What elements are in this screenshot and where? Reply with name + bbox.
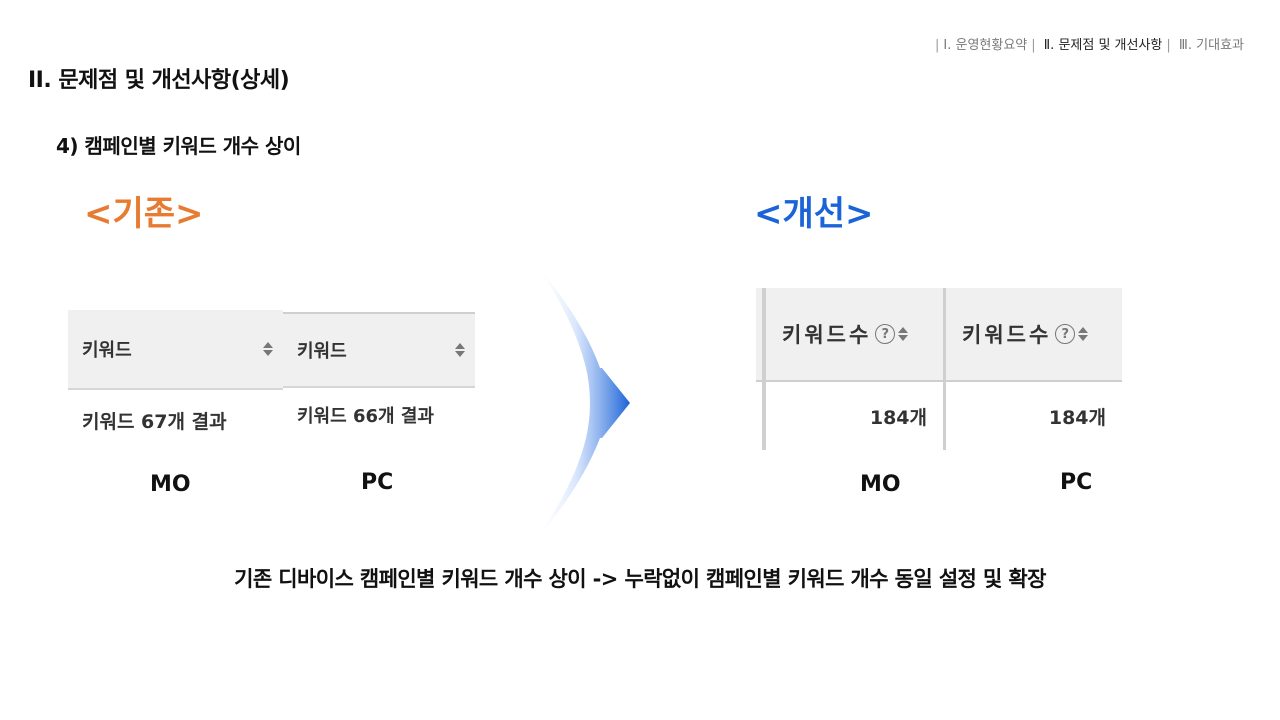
after-pc-value: 184개 — [943, 382, 1122, 450]
after-mo-header[interactable]: 키워드수 ? — [762, 288, 943, 380]
before-device-mo: MO — [150, 472, 191, 497]
after-header-row: 키워드수 ? 키워드수 ? — [756, 288, 1122, 382]
help-icon[interactable]: ? — [1055, 324, 1076, 344]
after-pc-header[interactable]: 키워드수 ? — [943, 288, 1122, 380]
before-pc-header-label: 키워드 — [297, 341, 347, 362]
after-label: <개선> — [754, 194, 874, 234]
sort-icon[interactable] — [263, 342, 273, 356]
summary-text: 기존 디바이스 캠페인별 키워드 개수 상이 -> 누락없이 캠페인별 키워드 … — [234, 567, 1046, 591]
before-pc-header[interactable]: 키워드 — [283, 314, 475, 388]
nav-item-effects[interactable]: Ⅲ. 기대효과 — [1178, 38, 1244, 53]
nav-separator: | — [935, 38, 940, 53]
before-pc-cell: 키워드 66개 결과 — [283, 388, 475, 442]
nav-separator: | — [1031, 38, 1036, 53]
section-title: 4) 캠페인별 키워드 개수 상이 — [56, 134, 301, 158]
nav-separator: | — [1166, 38, 1171, 53]
sort-icon[interactable] — [455, 343, 465, 357]
before-pc-table: 키워드 키워드 66개 결과 — [283, 312, 475, 442]
before-mo-cell: 키워드 67개 결과 — [68, 390, 283, 450]
top-navigation: |Ⅰ. 운영현황요약| Ⅱ. 문제점 및 개선사항| Ⅲ. 기대효과 — [931, 34, 1244, 53]
after-device-pc: PC — [1060, 470, 1093, 495]
before-label: <기존> — [84, 194, 204, 234]
before-mo-header[interactable]: 키워드 — [68, 310, 283, 390]
before-device-pc: PC — [361, 470, 394, 495]
after-table: 키워드수 ? 키워드수 ? 184개 184개 — [756, 288, 1122, 450]
transition-arrow-icon — [532, 262, 630, 544]
after-mo-header-label: 키워드수 — [782, 323, 872, 347]
after-mo-value: 184개 — [762, 382, 943, 450]
after-body-row: 184개 184개 — [756, 382, 1122, 450]
before-mo-table: 키워드 키워드 67개 결과 — [68, 310, 283, 450]
nav-item-issues[interactable]: Ⅱ. 문제점 및 개선사항 — [1043, 38, 1163, 53]
before-mo-header-label: 키워드 — [82, 340, 132, 361]
sort-icon[interactable] — [1078, 327, 1089, 341]
sort-icon[interactable] — [898, 327, 909, 341]
after-device-mo: MO — [860, 472, 901, 497]
page-title: II. 문제점 및 개선사항(상세) — [28, 68, 290, 93]
help-icon[interactable]: ? — [875, 324, 896, 344]
after-pc-header-label: 키워드수 — [962, 323, 1052, 347]
nav-item-summary[interactable]: Ⅰ. 운영현황요약 — [943, 38, 1028, 53]
